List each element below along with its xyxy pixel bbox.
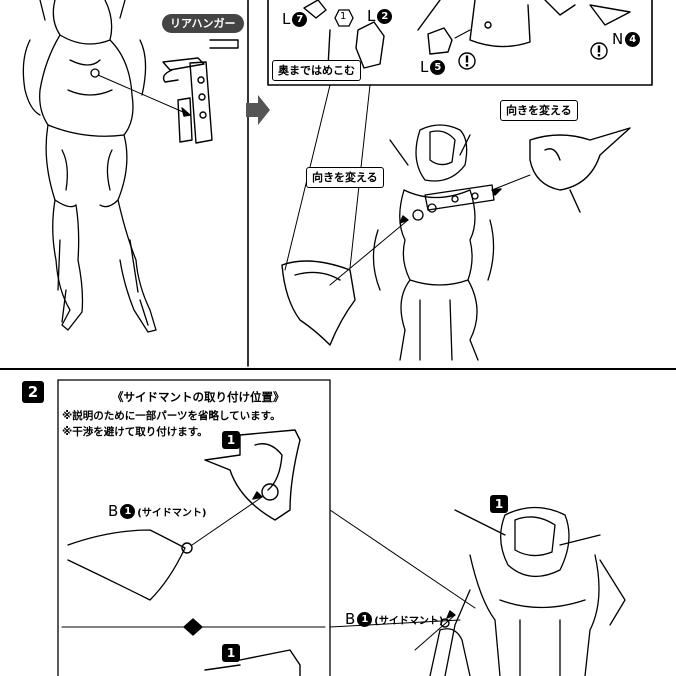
part-letter: N [612, 30, 624, 48]
mantle-assembly-bottom [204, 649, 301, 676]
part-number-badge: 7 [292, 11, 308, 27]
part-number-badge: 1 [120, 503, 136, 519]
part-label-L2: L 2 [367, 7, 393, 25]
change-direction-label: 向きを変える [306, 167, 384, 188]
subpart-hexagon: 1 [334, 9, 354, 27]
caution-icon [590, 42, 608, 64]
part-name: (サイドマント) [374, 615, 444, 627]
push-deep-label: 奥まではめこむ [272, 60, 361, 81]
caution-icon [458, 52, 476, 74]
part-number-badge: 4 [625, 31, 641, 47]
part-letter: B [345, 610, 356, 628]
note-line-1: ※説明のために一部パーツを省略しています。 [62, 410, 281, 422]
hexagon-icon [334, 9, 354, 27]
subpart-number: 1 [340, 11, 347, 22]
figure-back-view [22, 0, 157, 333]
part-badge: 1 [222, 644, 240, 662]
part-letter: L [367, 7, 376, 25]
figure-front-view [372, 124, 495, 361]
part-label-L5: L 5 [420, 58, 446, 76]
part-label-N4: N 4 [612, 30, 641, 48]
step-number-badge: 2 [22, 381, 44, 403]
part-label-B1-side-mantle: B 1 (サイドマント) [345, 610, 443, 628]
note-line-2: ※干渉を避けて取り付けます。 [62, 426, 208, 438]
panel-title: 《サイドマントの取り付け位置》 [112, 390, 285, 404]
part-badge: 1 [490, 495, 508, 513]
mantle-assembly-top [204, 429, 301, 521]
part-badge: 1 [222, 431, 240, 449]
part-letter: L [420, 58, 429, 76]
part-label-B1-side-mantle: B 1 (サイドマント) [108, 502, 206, 520]
rear-hanger-label: リアハンガー [162, 14, 244, 33]
part-label-L7: L 7 [282, 10, 308, 28]
callout-small-parts [303, 0, 631, 69]
side-armor-part-right [529, 127, 631, 213]
change-direction-label: 向きを変える [500, 100, 578, 121]
part-number-badge: 1 [357, 611, 373, 627]
part-number-badge: 2 [377, 8, 393, 24]
part-letter: B [108, 502, 119, 520]
part-number-badge: 5 [430, 59, 446, 75]
part-name: (サイドマント) [137, 507, 207, 519]
rear-hanger-part [162, 39, 239, 144]
part-letter: L [282, 10, 291, 28]
figure-side-mantle-view [444, 506, 626, 676]
side-armor-part-left [281, 260, 356, 346]
